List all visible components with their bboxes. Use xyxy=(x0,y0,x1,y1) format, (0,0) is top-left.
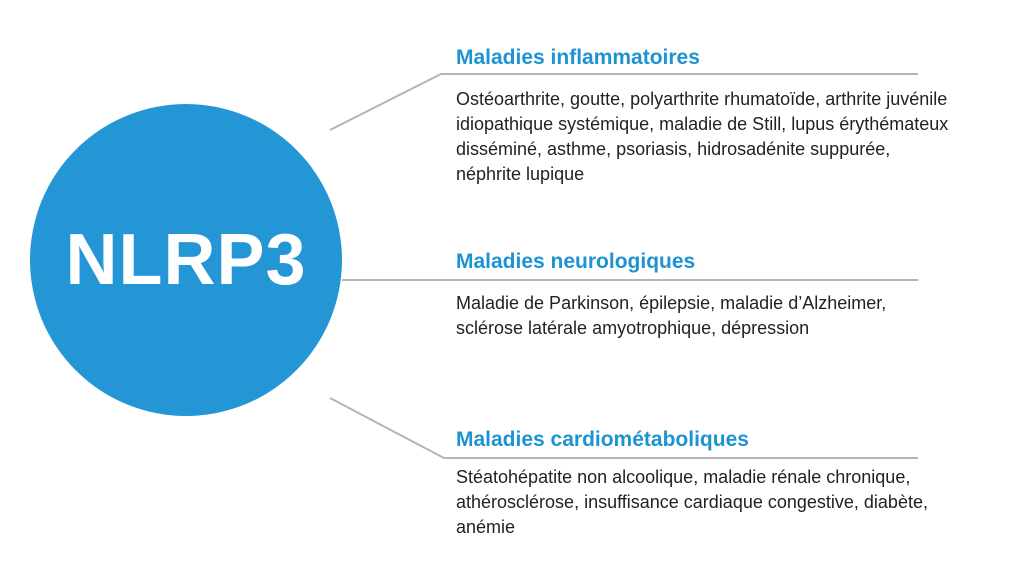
category-inflammatory: Maladies inflammatoires Ostéoarthrite, g… xyxy=(456,45,976,184)
category-title-inflammatory: Maladies inflammatoires xyxy=(456,46,700,69)
category-title-neurological: Maladies neurologiques xyxy=(456,250,696,273)
category-title-cardiometabolic: Maladies cardiométaboliques xyxy=(456,428,749,451)
connector-inflammatory xyxy=(329,73,918,131)
hub-label: NLRP3 xyxy=(65,220,307,300)
connector-cardiometabolic xyxy=(329,397,918,459)
category-neurological: Maladies neurologiques Maladie de Parkin… xyxy=(456,249,976,338)
category-diseases-inflammatory: Ostéoarthrite, goutte, polyarthrite rhum… xyxy=(456,89,949,184)
category-diseases-cardiometabolic: Stéatohépatite non alcoolique, maladie r… xyxy=(456,467,928,537)
category-diseases-neurological: Maladie de Parkinson, épilepsie, maladie… xyxy=(456,293,887,338)
nlrp3-circle: NLRP3 xyxy=(30,104,342,416)
category-cardiometabolic: Maladies cardiométaboliques Stéatohépati… xyxy=(456,427,976,537)
